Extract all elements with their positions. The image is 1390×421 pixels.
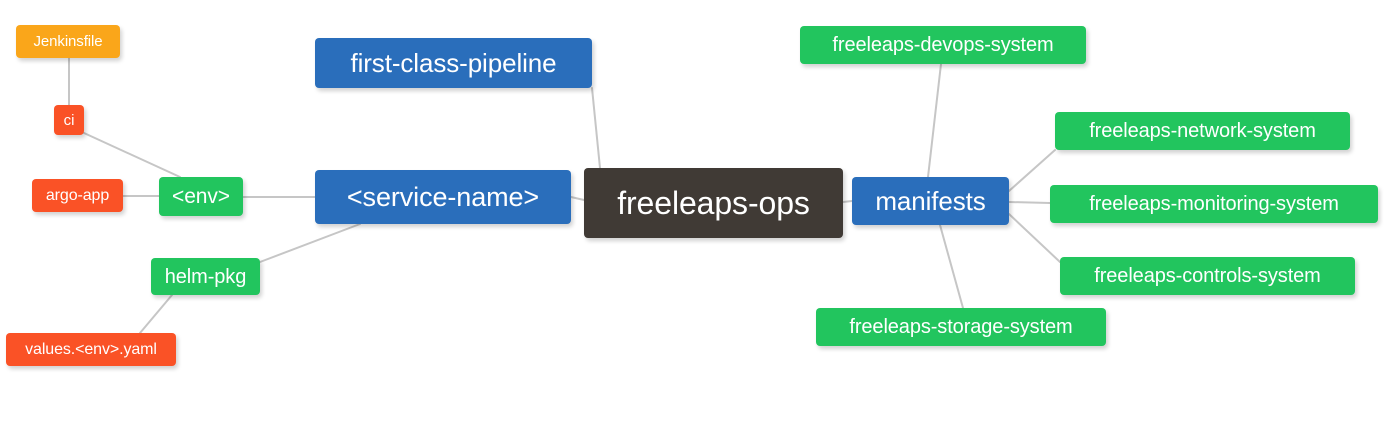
node-label-freeleaps-monitoring-system: freeleaps-monitoring-system — [1089, 193, 1339, 215]
edge-freeleaps-ops-to-manifests — [842, 200, 853, 203]
node-label-first-class-pipeline: first-class-pipeline — [350, 48, 557, 78]
node-freeleaps-monitoring-system[interactable]: freeleaps-monitoring-system — [1050, 185, 1378, 223]
node-env[interactable]: <env> — [159, 177, 243, 216]
node-label-argo-app: argo-app — [45, 186, 110, 204]
node-freeleaps-devops-system[interactable]: freeleaps-devops-system — [800, 26, 1086, 64]
node-first-class-pipeline[interactable]: first-class-pipeline — [315, 38, 592, 88]
node-label-env: <env> — [172, 185, 230, 208]
node-label-freeleaps-ops: freeleaps-ops — [617, 185, 810, 221]
node-freeleaps-storage-system[interactable]: freeleaps-storage-system — [816, 308, 1106, 346]
node-service-name[interactable]: <service-name> — [315, 170, 571, 224]
edge-manifests-to-freeleaps-devops-system — [927, 63, 942, 178]
node-label-manifests: manifests — [875, 186, 986, 216]
edge-freeleaps-ops-to-first-class-pipeline — [591, 87, 601, 169]
node-label-ci: ci — [63, 111, 75, 129]
node-freeleaps-controls-system[interactable]: freeleaps-controls-system — [1060, 257, 1355, 295]
node-helm-pkg[interactable]: helm-pkg — [151, 258, 260, 295]
node-label-freeleaps-devops-system: freeleaps-devops-system — [832, 34, 1054, 56]
node-label-jenkinsfile: Jenkinsfile — [33, 33, 103, 50]
node-label-freeleaps-controls-system: freeleaps-controls-system — [1094, 265, 1321, 287]
node-label-freeleaps-storage-system: freeleaps-storage-system — [849, 316, 1073, 338]
node-ci[interactable]: ci — [54, 105, 84, 135]
node-label-values-yaml: values.<env>.yaml — [25, 340, 157, 358]
node-argo-app[interactable]: argo-app — [32, 179, 123, 212]
node-manifests[interactable]: manifests — [852, 177, 1009, 225]
node-label-helm-pkg: helm-pkg — [164, 265, 247, 288]
node-label-freeleaps-network-system: freeleaps-network-system — [1089, 120, 1316, 142]
edge-manifests-to-freeleaps-monitoring-system — [1008, 201, 1051, 204]
edge-helm-pkg-to-values-yaml — [139, 294, 173, 334]
node-freeleaps-ops[interactable]: freeleaps-ops — [584, 168, 843, 238]
node-values-yaml[interactable]: values.<env>.yaml — [6, 333, 176, 366]
node-freeleaps-network-system[interactable]: freeleaps-network-system — [1055, 112, 1350, 150]
edge-freeleaps-ops-to-service-name — [570, 196, 585, 201]
edge-env-to-ci — [83, 132, 181, 178]
edge-service-name-to-helm-pkg — [259, 223, 361, 263]
node-jenkinsfile[interactable]: Jenkinsfile — [16, 25, 120, 58]
node-label-service-name: <service-name> — [346, 181, 540, 212]
edge-manifests-to-freeleaps-storage-system — [939, 224, 964, 309]
edge-manifests-to-freeleaps-network-system — [1008, 149, 1056, 192]
